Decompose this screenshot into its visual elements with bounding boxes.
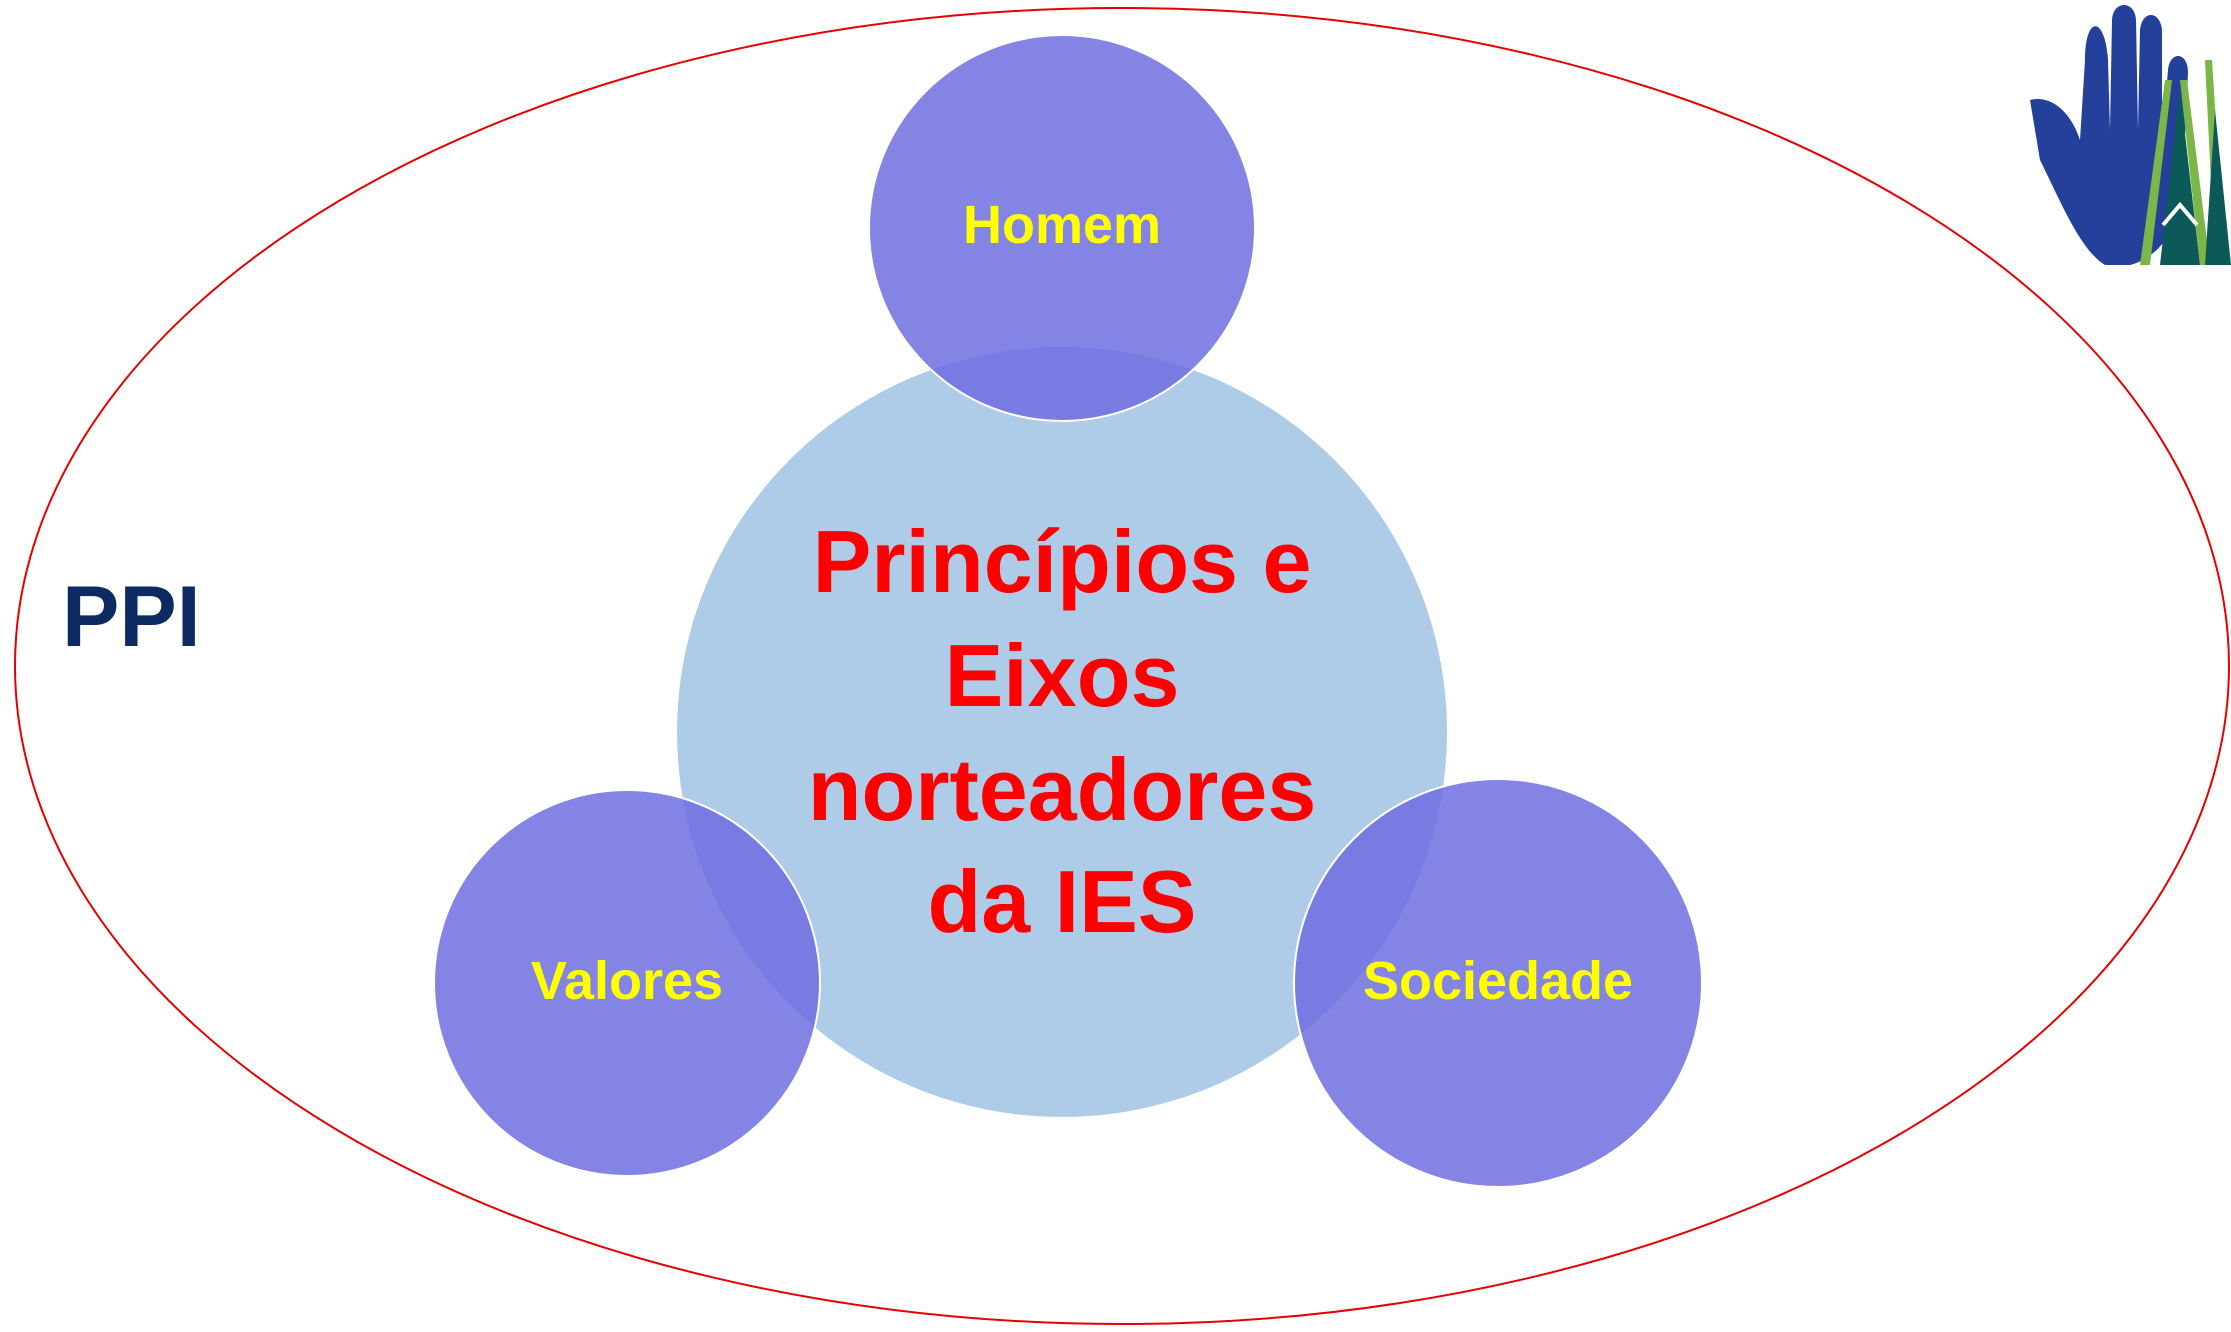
center-text-line: norteadores [808,740,1317,839]
logo-hand-icon [2030,5,2231,265]
center-text-line: Princípios e [813,512,1312,611]
node-circle-right [1293,778,1703,1188]
node-circle-top [868,34,1256,422]
outer-label: PPI [62,569,201,665]
center-text-line: da IES [928,852,1197,951]
node-label-right: Sociedade [1363,951,1633,1011]
outer-ellipse [14,7,2230,1325]
center-circle [677,347,1447,1117]
center-text-line: Eixos [945,626,1180,725]
center-text: Princípios e Eixos norteadores da IES [808,512,1317,951]
node-circle-left [433,789,821,1177]
node-label-top: Homem [963,195,1161,255]
node-label-left: Valores [531,951,723,1011]
